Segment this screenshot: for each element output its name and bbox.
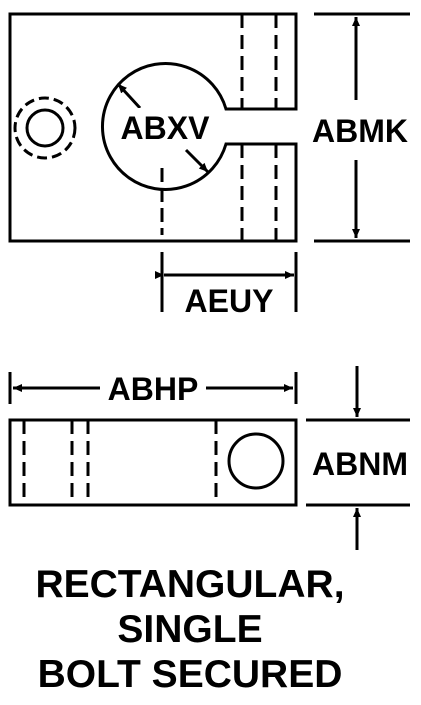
offset-label: AEUY — [185, 283, 274, 319]
caption: RECTANGULAR, SINGLE BOLT SECURED — [0, 562, 380, 697]
caption-line-3: BOLT SECURED — [37, 653, 343, 696]
diameter-arrow-lower — [184, 148, 210, 174]
thickness-label: ABNM — [312, 446, 408, 482]
side-bolt-circle — [227, 432, 285, 490]
top-view — [8, 12, 410, 312]
top-view-outline — [8, 12, 298, 243]
bolt-hole-circle — [25, 108, 65, 148]
caption-line-2: SINGLE — [117, 608, 263, 651]
diameter-label: ABXV — [121, 110, 211, 146]
diameter-arrow-upper — [116, 82, 142, 110]
caption-line-1: RECTANGULAR, — [35, 563, 345, 606]
side-view — [8, 366, 410, 550]
bolt-hole-hidden-circle — [13, 96, 77, 160]
length-label: ABHP — [108, 371, 199, 407]
side-view-outline — [8, 418, 298, 507]
height-label: ABMK — [312, 113, 408, 149]
